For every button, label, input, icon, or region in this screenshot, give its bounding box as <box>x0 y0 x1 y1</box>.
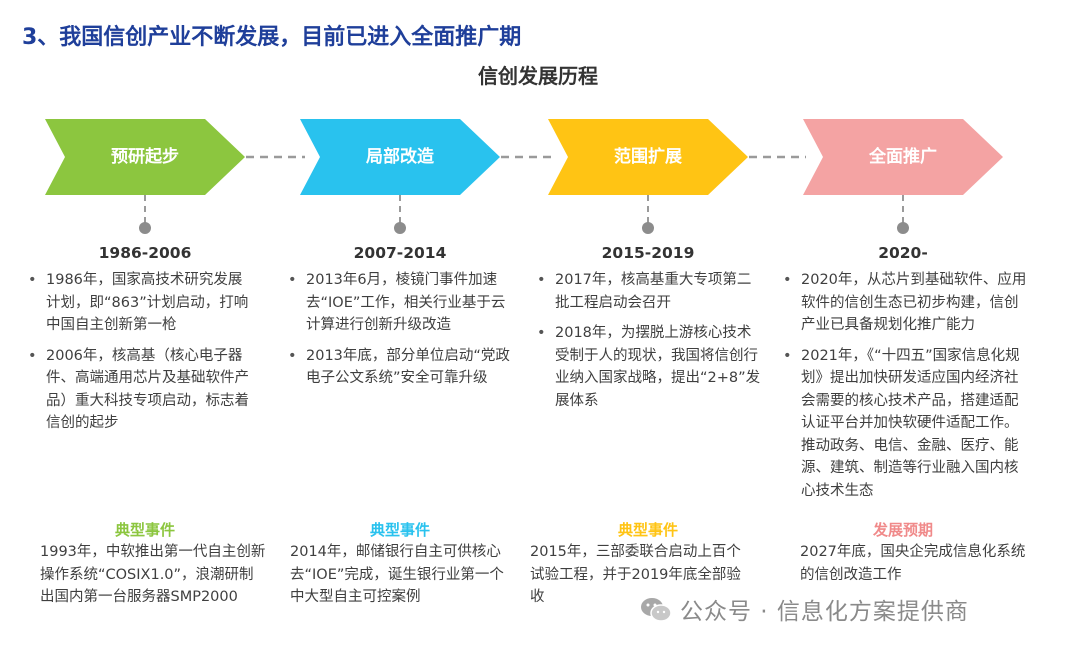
arrow-shape <box>803 119 1003 195</box>
phase-period: 2015-2019 <box>601 244 695 262</box>
detail-bullet: 2017年，核高基重大专项第二批工程启动会召开 <box>533 269 761 314</box>
phase-arrow-4: 全面推广 <box>803 119 1003 195</box>
event-text: 2015年，三部委联合启动上百个试验工程，并于2019年底全部验收 <box>530 544 741 605</box>
phase-pin-line <box>399 195 403 223</box>
event-title: 典型事件 <box>617 521 678 539</box>
phase-pin-line <box>647 195 651 223</box>
phase-pin-line <box>144 195 148 223</box>
phase-period: 1986-2006 <box>98 244 192 262</box>
event-text: 2027年底，国央企完成信息化系统的信创改造工作 <box>800 544 1026 583</box>
event-text: 1993年，中软推出第一代自主创新操作系统“COSIX1.0”，浪潮研制出国内第… <box>40 544 266 605</box>
phase-pin-dot <box>642 222 654 234</box>
detail-bullet: 2006年，核高基（核心电子器件、高端通用芯片及基础软件产品）重大科技专项启动，… <box>24 345 252 435</box>
phase-label: 局部改造 <box>366 147 434 167</box>
phase-label: 预研起步 <box>111 147 179 167</box>
detail-bullet: 2020年，从芯片到基础软件、应用软件的信创生态已初步构建，信创产业已具备规划化… <box>779 269 1029 337</box>
phase-details-2: 2013年6月，棱镜门事件加速去“IOE”工作，相关行业基于云计算进行创新升级改… <box>284 269 512 398</box>
phase-period: 2007-2014 <box>353 244 447 262</box>
diagram-title: 信创发展历程 <box>478 64 598 88</box>
detail-bullet: 1986年，国家高技术研究发展计划，即“863”计划启动，打响中国自主创新第一枪 <box>24 269 252 337</box>
phase-pin-dot <box>897 222 909 234</box>
wechat-icon <box>640 596 672 630</box>
detail-bullet: 2018年，为摆脱上游核心技术受制于人的现状，我国将信创行业纳入国家战略，提出“… <box>533 322 761 412</box>
phase-details-3: 2017年，核高基重大专项第二批工程启动会召开 2018年，为摆脱上游核心技术受… <box>533 269 761 420</box>
event-text: 2014年，邮储银行自主可供核心去“IOE”完成，诞生银行业第一个中大型自主可控… <box>290 544 504 605</box>
phase-label: 全面推广 <box>869 147 937 167</box>
event-title: 典型事件 <box>114 521 175 539</box>
detail-bullet: 2013年6月，棱镜门事件加速去“IOE”工作，相关行业基于云计算进行创新升级改… <box>284 269 512 337</box>
watermark: 公众号 · 信息化方案提供商 <box>640 592 969 630</box>
phase-arrow-3: 范围扩展 <box>548 119 748 195</box>
phase-arrow-1: 预研起步 <box>45 119 245 195</box>
arrow-shape <box>300 119 500 195</box>
arrow-shape <box>548 119 748 195</box>
event-title: 发展预期 <box>872 521 933 539</box>
event-title: 典型事件 <box>369 521 430 539</box>
phase-label: 范围扩展 <box>614 147 682 167</box>
detail-bullet: 2013年底，部分单位启动“党政电子公文系统”安全可靠升级 <box>284 345 512 390</box>
page-heading: 3、我国信创产业不断发展，目前已进入全面推广期 <box>22 25 522 50</box>
phase-arrow-2: 局部改造 <box>300 119 500 195</box>
phase-period: 2020- <box>878 244 928 262</box>
phase-pin-dot <box>394 222 406 234</box>
detail-bullet: 2021年，《“十四五”国家信息化规划》提出加快研发适应国内经济社会需要的核心技… <box>779 345 1029 503</box>
phase-pin-dot <box>139 222 151 234</box>
phase-details-1: 1986年，国家高技术研究发展计划，即“863”计划启动，打响中国自主创新第一枪… <box>24 269 252 443</box>
watermark-text: 公众号 · 信息化方案提供商 <box>680 599 969 625</box>
phase-details-4: 2020年，从芯片到基础软件、应用软件的信创生态已初步构建，信创产业已具备规划化… <box>779 269 1029 510</box>
phase-pin-line <box>902 195 906 223</box>
arrow-shape <box>45 119 245 195</box>
